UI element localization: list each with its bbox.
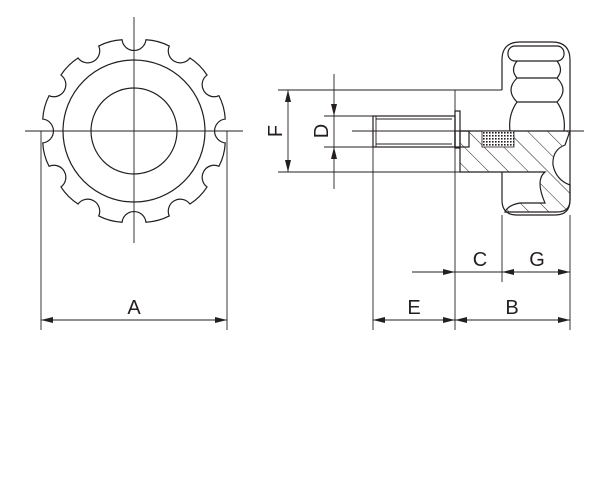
- knob-grip-outline: [501, 41, 571, 216]
- threaded-stud: [372, 115, 456, 148]
- label-g: G: [529, 249, 545, 271]
- section-hatching: [459, 130, 571, 213]
- label-c: C: [473, 249, 487, 271]
- grip-rings: [509, 60, 565, 132]
- label-e: E: [407, 297, 420, 319]
- front-view: A: [25, 17, 243, 330]
- side-view: F D C G E B: [265, 41, 584, 330]
- grip-top-slot: [507, 45, 565, 62]
- knurled-insert: [481, 130, 515, 148]
- knurled-outline: [42, 39, 226, 223]
- label-b: B: [505, 297, 518, 319]
- label-f: F: [265, 125, 287, 137]
- label-a: A: [127, 297, 141, 319]
- stud-collar: [454, 110, 461, 149]
- label-d: D: [311, 124, 333, 138]
